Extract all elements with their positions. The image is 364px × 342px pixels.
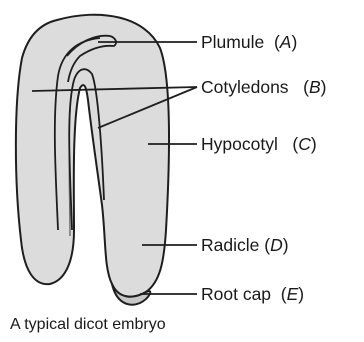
label-letter: C bbox=[298, 134, 311, 154]
label-name: Plumule bbox=[201, 32, 264, 52]
label-name: Cotyledons bbox=[201, 77, 289, 97]
label-letter: E bbox=[287, 284, 299, 304]
label-letter: B bbox=[309, 77, 321, 97]
label-hypocotyl: Hypocotyl (C) bbox=[201, 134, 317, 154]
cotyledon-fold bbox=[69, 110, 70, 236]
label-name: Hypocotyl bbox=[201, 134, 278, 154]
label-letter: A bbox=[280, 32, 292, 52]
label-name: Root cap bbox=[201, 284, 271, 304]
label-radicle: Radicle (D) bbox=[201, 235, 289, 255]
label-plumule: Plumule (A) bbox=[201, 32, 297, 52]
label-name: Radicle bbox=[201, 235, 259, 255]
label-cotyledons: Cotyledons (B) bbox=[201, 77, 327, 97]
label-letter: D bbox=[270, 235, 283, 255]
embryo-body bbox=[16, 15, 169, 297]
label-root-cap: Root cap (E) bbox=[201, 284, 304, 304]
figure-caption: A typical dicot embryo bbox=[10, 315, 166, 335]
